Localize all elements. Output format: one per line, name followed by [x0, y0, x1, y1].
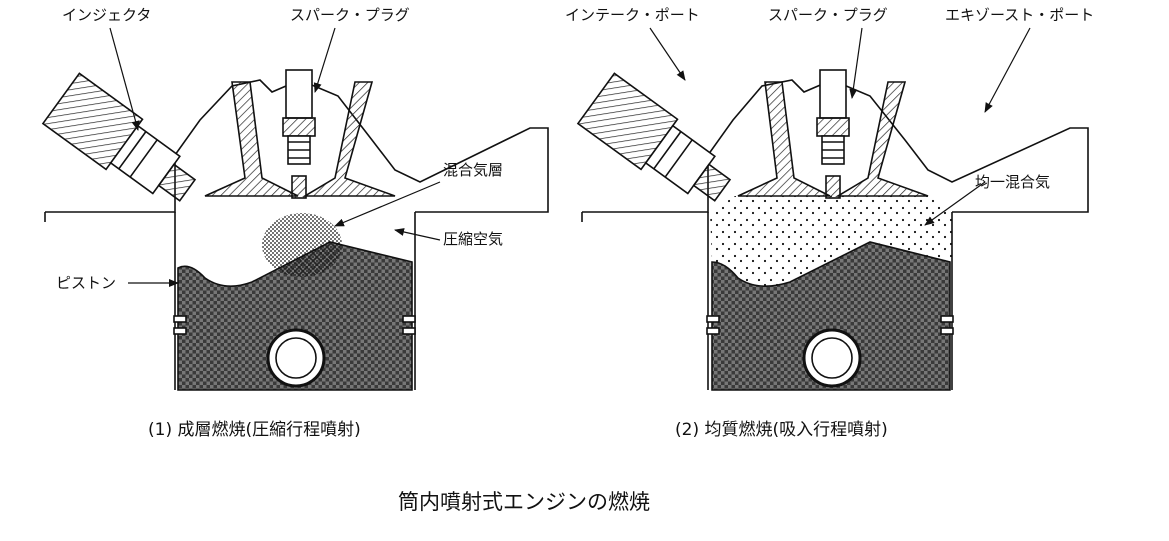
right-exhaust-valve: [835, 81, 929, 197]
right-engine: [576, 69, 1089, 391]
label-homogeneous-mixture: 均一混合気: [975, 173, 1051, 191]
label-exhaust-port: エキゾースト・ポート: [945, 6, 1095, 24]
label-injector: インジェクタ: [62, 6, 152, 24]
right-injector: [576, 72, 732, 202]
left-injector: [41, 72, 197, 202]
right-spark-plug: [816, 69, 850, 199]
caption-right: (2) 均質燃焼(吸入行程噴射): [675, 420, 888, 440]
right-mixture-fill: [710, 196, 952, 287]
label-intake-port: インテーク・ポート: [565, 6, 700, 24]
label-spark-plug-left: スパーク・プラグ: [290, 6, 410, 24]
label-piston: ピストン: [56, 274, 117, 292]
right-cylinder-head: [582, 79, 1089, 213]
left-leaders: [109, 27, 441, 287]
label-compressed-air: 圧縮空気: [443, 230, 504, 248]
label-spark-plug-right: スパーク・プラグ: [768, 6, 888, 24]
label-mixture-layer: 混合気層: [443, 161, 504, 179]
right-leaders: [649, 27, 1031, 226]
left-exhaust-valve: [302, 81, 396, 197]
right-piston: [711, 241, 951, 391]
left-engine: [41, 69, 549, 391]
left-mixture-cloud: [262, 213, 342, 277]
left-spark-plug: [282, 69, 316, 199]
page-title: 筒内噴射式エンジンの燃焼: [398, 490, 650, 514]
caption-left: (1) 成層燃焼(圧縮行程噴射): [148, 420, 361, 440]
